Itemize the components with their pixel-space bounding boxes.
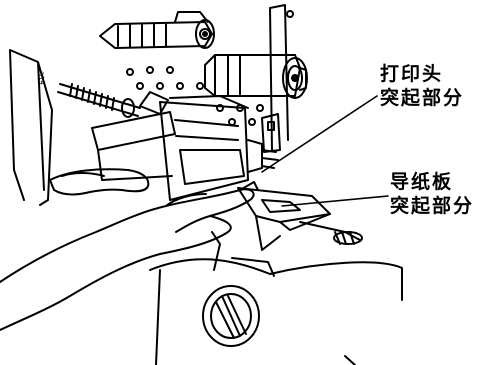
printhead-assembly	[91, 95, 279, 201]
printhead-callout-line1: 打印头	[380, 63, 444, 85]
spring-rod	[57, 83, 169, 118]
side-bracket	[261, 113, 281, 153]
frame-hole	[286, 10, 294, 18]
printhead-callout-label: 打印头 突起部分	[380, 62, 464, 110]
paper-guide-leader-line	[281, 195, 389, 207]
ribbon-takeup-spindle	[204, 54, 308, 99]
rear-frame	[269, 4, 289, 151]
left-hand	[49, 168, 150, 196]
printhead-leader-line	[261, 95, 378, 173]
frame-stamp-text: 314	[36, 71, 46, 86]
paper-guide-callout-label: 导纸板 突起部分	[390, 170, 474, 218]
side-cover	[9, 49, 53, 206]
ribbon-supply-spindle	[99, 11, 215, 49]
paper-guide-plate	[237, 187, 363, 251]
lower-housing	[149, 231, 403, 365]
paper-guide-callout-line1: 导纸板	[390, 171, 454, 193]
right-hand	[0, 181, 259, 331]
supply-knob	[202, 285, 260, 347]
printhead-callout-line2: 突起部分	[380, 87, 465, 109]
paper-guide-callout-line2: 突起部分	[390, 195, 475, 217]
